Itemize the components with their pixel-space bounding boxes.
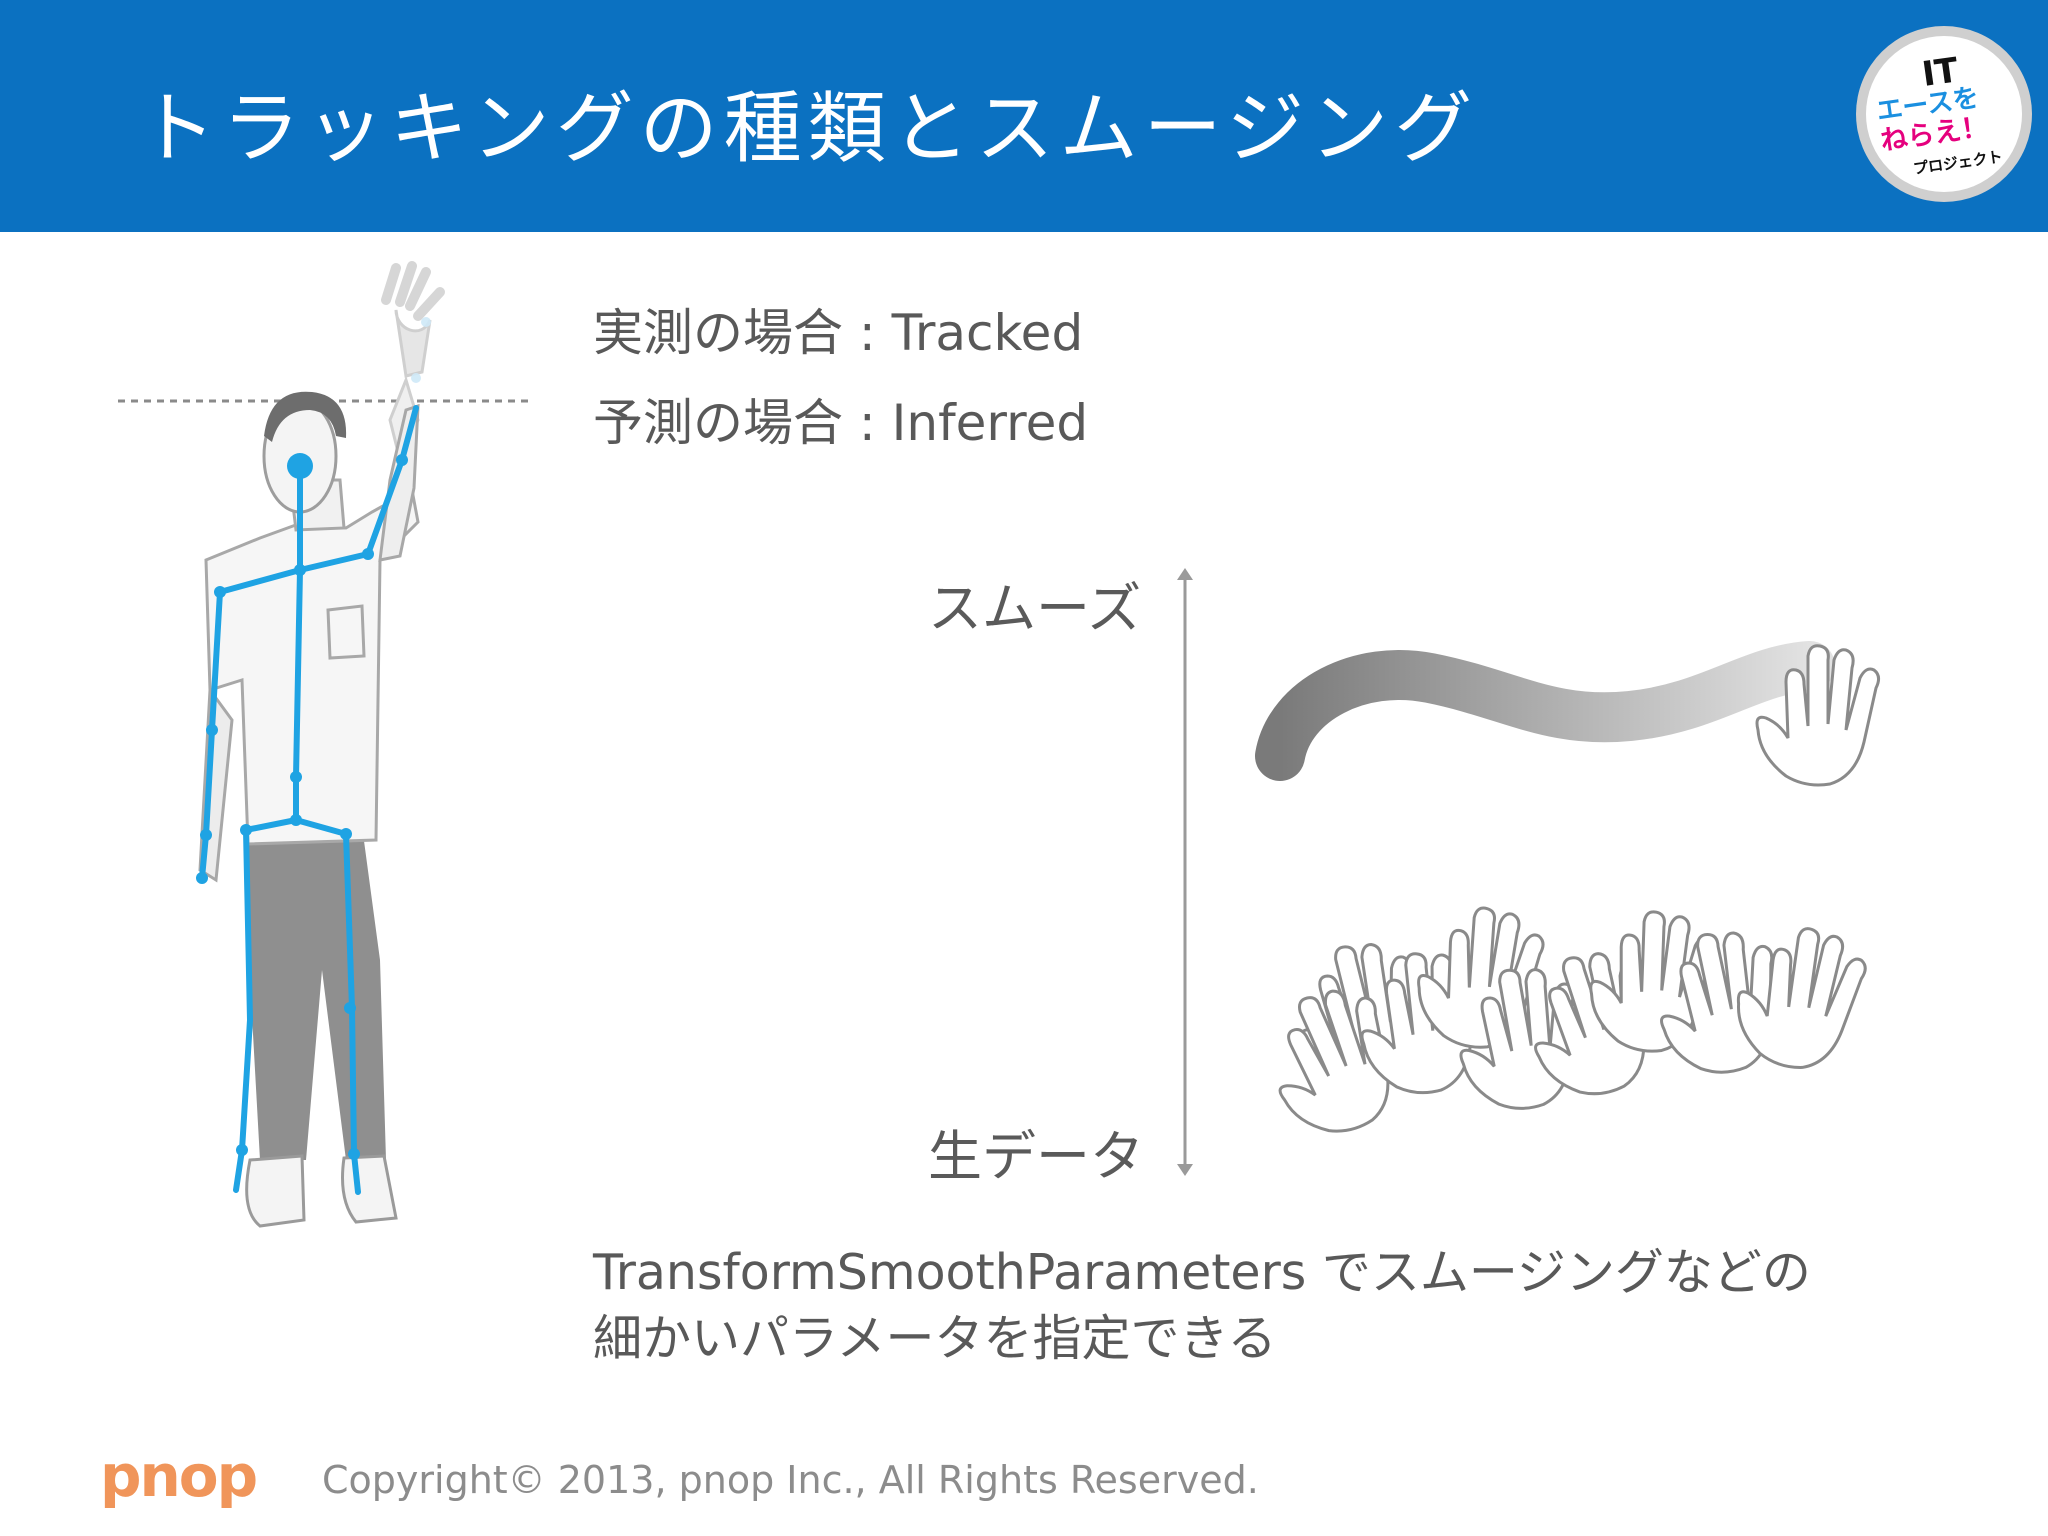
slide-title: トラッキングの種類とスムージング [138,84,1479,174]
description-line-1: TransformSmoothParameters でスムージングなどの [593,1244,1811,1301]
header-bar: トラッキングの種類とスムージング IT エースを ねらえ！ プロジェクト [0,0,2048,232]
arrow-up-down-icon [1177,568,1193,1176]
raw-data-hands [1262,902,1872,1150]
project-logo-badge: IT エースを ねらえ！ プロジェクト [1856,26,2032,202]
copyright-text: Copyright© 2013, pnop Inc., All Rights R… [322,1458,1259,1502]
inferred-label: 予測の場合 : Inferred [593,394,1089,452]
pnop-logo: pnop [100,1446,258,1510]
description-line-2: 細かいパラメータを指定できる [593,1310,1277,1367]
badge-text-it: IT [1920,50,1962,95]
scale-bottom-label: 生データ [928,1125,1144,1188]
pnop-logo-text: pnop [100,1446,256,1510]
tracked-label: 実測の場合 : Tracked [593,304,1084,362]
description-text: TransformSmoothParameters でスムージングなどの 細かい… [593,1240,1811,1372]
smooth-trail-icon [1255,641,1881,787]
skeleton-figure-illustration [118,261,530,1228]
scale-top-label: スムーズ [928,577,1142,640]
hand-icon [1755,644,1881,787]
